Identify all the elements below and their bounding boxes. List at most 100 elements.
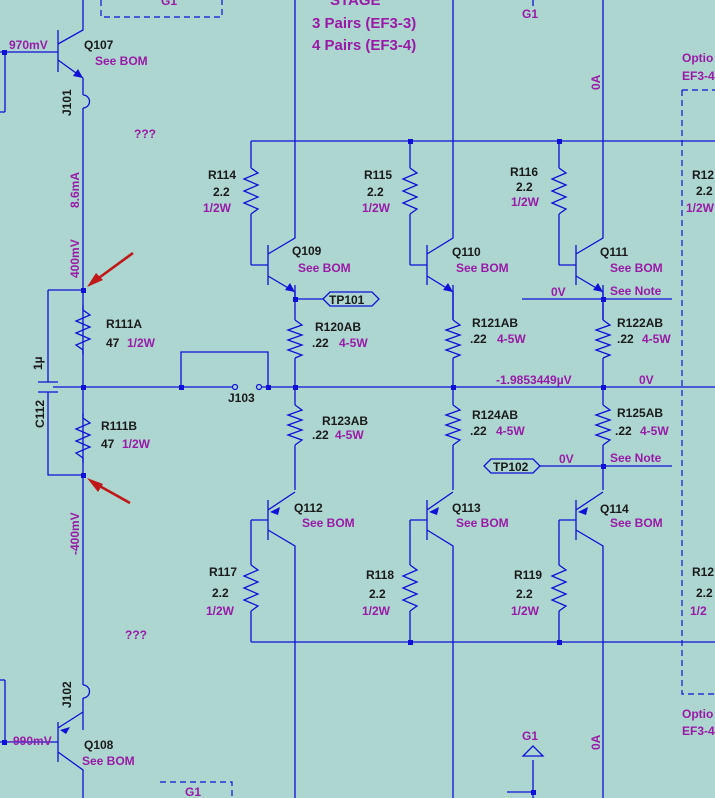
q113-note: See BOM (456, 516, 509, 530)
voltage-lower-node: -400mV (68, 512, 82, 555)
ground-g1-top-right: G1 (522, 7, 538, 21)
j102-symbol (82, 684, 91, 699)
r115-symbol (401, 167, 419, 215)
current-rail-bottom: 0A (589, 734, 603, 750)
r111a-symbol (74, 305, 92, 355)
r122ab-ref: R122AB (617, 316, 663, 330)
r124ab-value: .22 (470, 424, 487, 438)
q112-symbol (250, 491, 296, 642)
q108-symbol (57, 711, 84, 798)
r114-ref: R114 (208, 168, 236, 182)
voltage-q108-base: -990mV (9, 734, 52, 748)
r12x-bottom-value: 2.2 (696, 586, 713, 600)
r111a-ref: R111A (106, 317, 142, 331)
r12x-bottom-power: 1/2 (690, 604, 707, 618)
ground-g1-top-left: G1 (161, 0, 177, 8)
j101-symbol (82, 94, 91, 109)
r115-value: 2.2 (367, 185, 384, 199)
r111b-ref: R111B (101, 419, 137, 433)
q111-symbol (559, 141, 604, 320)
q109-note: See BOM (298, 261, 351, 275)
q108-note: See BOM (82, 754, 135, 768)
unknown-value-bottom: ??? (125, 628, 147, 642)
r122ab-value: .22 (617, 332, 634, 346)
voltage-output-node: -1.9853449µV (496, 373, 572, 387)
option-top-line-1: Optio (682, 51, 713, 65)
q110-ref: Q110 (452, 245, 481, 259)
r125ab-power: 4-5W (640, 424, 669, 438)
r118-value: 2.2 (369, 587, 386, 601)
r119-power: 1/2W (511, 604, 540, 618)
r114-symbol (242, 167, 260, 215)
stage-pairs-ef3-3: 3 Pairs (EF3-3) (312, 15, 416, 32)
r118-symbol (401, 564, 419, 612)
q107-ref: Q107 (84, 38, 114, 52)
r124ab-power: 4-5W (496, 424, 525, 438)
r115-power: 1/2W (362, 201, 391, 215)
q112-note: See BOM (302, 516, 355, 530)
r124ab-ref: R124AB (472, 408, 518, 422)
r116-ref: R116 (510, 165, 538, 179)
annotation-arrows (87, 251, 134, 505)
r121ab-ref: R121AB (472, 316, 518, 330)
j103-label: J103 (228, 391, 255, 405)
r120ab-power: 4-5W (339, 336, 368, 350)
j102-label: J102 (60, 681, 74, 708)
r117-ref: R117 (209, 565, 237, 579)
q107-note: See BOM (95, 54, 148, 68)
ground-g1-bottom-right: G1 (522, 729, 538, 743)
q110-note: See BOM (456, 261, 509, 275)
tp101-label: TP101 (329, 293, 365, 307)
unknown-value-top: ??? (134, 127, 156, 141)
q110-symbol (410, 141, 454, 320)
r114-value: 2.2 (213, 185, 230, 199)
r120ab-symbol (286, 319, 304, 359)
r123ab-symbol (286, 404, 304, 446)
labels: STAGE 3 Pairs (EF3-3) 4 Pairs (EF3-4) Op… (9, 0, 715, 798)
r111a-value: 47 (106, 336, 120, 350)
q111-ref: Q111 (600, 245, 628, 259)
r12x-top-ref: R12 (692, 168, 714, 182)
test-point-tags (322, 291, 541, 474)
r123ab-value: .22 (312, 428, 329, 442)
r119-symbol (550, 564, 568, 612)
voltage-upper-node: 400mV (68, 239, 82, 278)
r125ab-symbol (594, 404, 612, 446)
r111b-value: 47 (101, 437, 115, 451)
r119-ref: R119 (514, 568, 542, 582)
r111b-power: 1/2W (122, 437, 151, 451)
tp102-tag (483, 458, 541, 474)
c112-value: 1µ (31, 356, 45, 370)
r12x-bottom-ref: R12 (692, 565, 714, 579)
r114-power: 1/2W (203, 201, 232, 215)
voltage-output-right: 0V (639, 373, 654, 387)
tp102-label: TP102 (493, 460, 529, 474)
r12x-top-power: 1/2W (686, 201, 715, 215)
r118-power: 1/2W (362, 604, 391, 618)
q111-note: See BOM (610, 261, 663, 275)
option-top-line-2: EF3-4 (682, 69, 715, 83)
voltage-tp102-node: 0V (559, 452, 574, 466)
j101-label: J101 (60, 89, 74, 116)
r121ab-power: 4-5W (497, 332, 526, 346)
r123ab-ref: R123AB (322, 414, 368, 428)
r124ab-symbol (444, 404, 462, 446)
r119-value: 2.2 (516, 587, 533, 601)
r111a-power: 1/2W (127, 336, 156, 350)
r121ab-symbol (444, 319, 462, 359)
q113-symbol (409, 491, 454, 642)
r121ab-value: .22 (470, 332, 487, 346)
r125ab-value: .22 (615, 424, 632, 438)
q114-symbol (558, 491, 604, 642)
q114-extra-note: See Note (610, 451, 662, 465)
r117-value: 2.2 (212, 586, 229, 600)
q108-ref: Q108 (84, 738, 114, 752)
option-bottom-line-1: Optio (682, 707, 713, 721)
stage-pairs-ef3-4: 4 Pairs (EF3-4) (312, 37, 416, 54)
r123ab-power: 4-5W (335, 428, 364, 442)
q109-ref: Q109 (292, 244, 322, 258)
resistor-symbols (74, 167, 612, 612)
c112-ref: C112 (33, 400, 47, 428)
